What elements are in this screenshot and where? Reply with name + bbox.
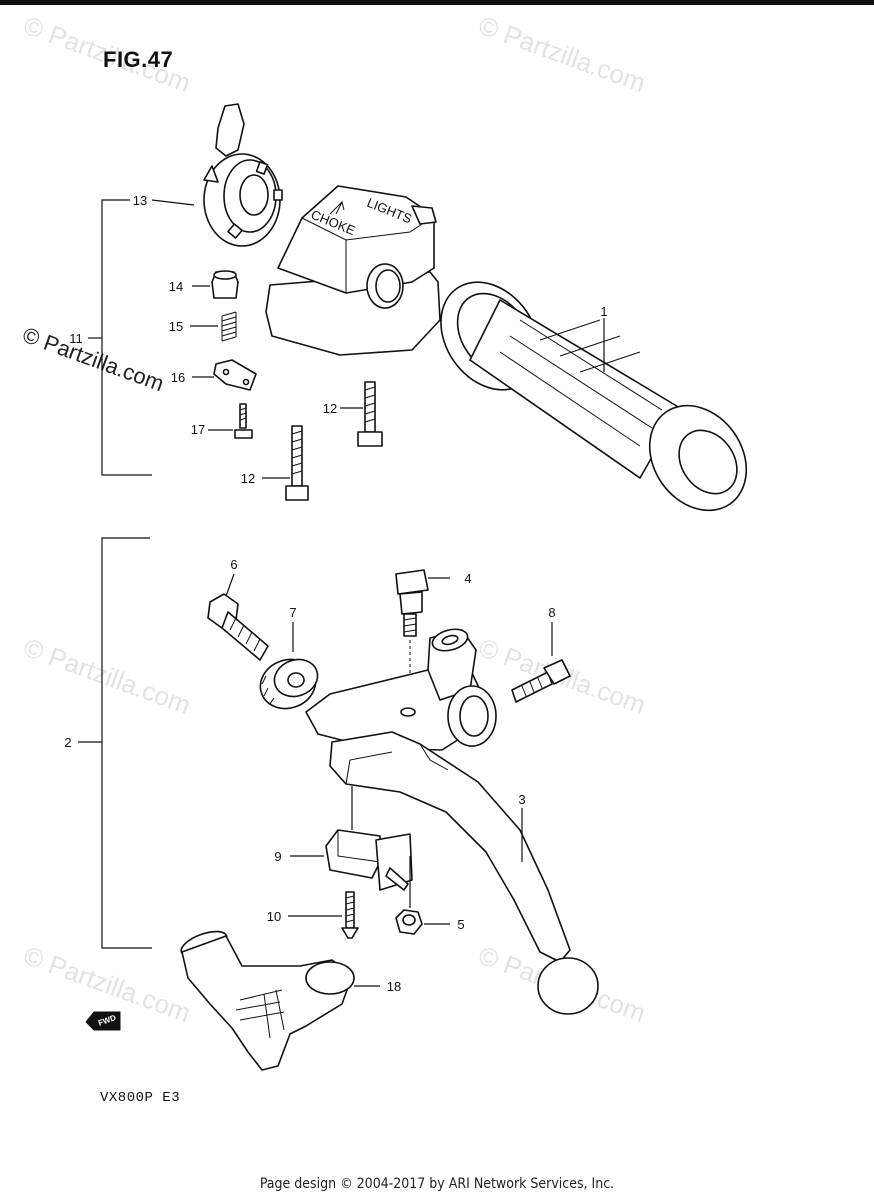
model-code: VX800P E3 [100, 1090, 181, 1106]
lever-holder [305, 628, 497, 751]
screw-12-lower [262, 425, 309, 501]
bolt-8 [511, 622, 571, 703]
fwd-icon: FWD [85, 1011, 121, 1031]
screw-12-upper [340, 381, 383, 447]
callout-18: 18 [387, 979, 401, 994]
clutch-switch [290, 786, 413, 891]
locknut [259, 622, 319, 710]
callout-15: 15 [169, 319, 183, 334]
callout-10: 10 [267, 909, 281, 924]
callout-13: 13 [133, 193, 147, 208]
callout-6: 6 [230, 557, 237, 572]
spring [190, 311, 237, 342]
bracket-upper [88, 199, 152, 476]
callout-14: 14 [169, 279, 183, 294]
choke-lever [151, 103, 283, 247]
callout-16: 16 [171, 370, 185, 385]
callout-1: 1 [600, 304, 607, 319]
callout-12a: 12 [323, 401, 337, 416]
callout-17: 17 [191, 422, 205, 437]
callout-3: 3 [518, 792, 525, 807]
figure-title: FIG.47 [103, 47, 174, 72]
switch-housing: CHOKE LIGHTS [265, 185, 441, 356]
footer-copyright: Page design © 2004-2017 by ARI Network S… [259, 1176, 615, 1192]
cap [192, 270, 239, 299]
callout-2: 2 [64, 735, 71, 750]
screw-17 [208, 403, 253, 439]
callout-8: 8 [548, 605, 555, 620]
callout-9: 9 [274, 849, 281, 864]
clutch-lever [329, 731, 599, 1015]
adjuster [207, 573, 269, 661]
callout-7: 7 [289, 605, 296, 620]
callout-12b: 12 [241, 471, 255, 486]
screw-10 [288, 891, 359, 939]
callout-4: 4 [464, 571, 471, 586]
top-border [0, 0, 874, 5]
nut [395, 856, 450, 935]
cover [180, 930, 380, 1071]
callout-5: 5 [457, 917, 464, 932]
plate [192, 359, 257, 391]
callout-11: 11 [69, 331, 83, 346]
grip [440, 281, 748, 512]
callout-labels: 1 2 3 4 5 6 7 8 9 10 13 14 15 16 17 12 1… [64, 193, 607, 994]
bracket-lower [78, 537, 152, 949]
